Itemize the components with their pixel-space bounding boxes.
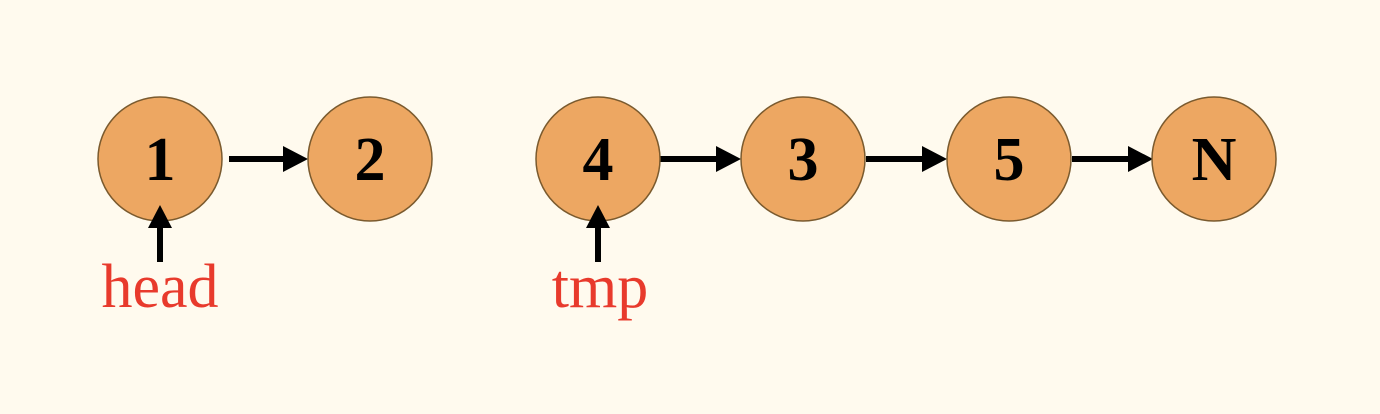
node: 2 bbox=[307, 96, 433, 222]
node-value: 1 bbox=[145, 126, 176, 194]
node: 1 bbox=[97, 96, 223, 222]
pointer-label-tmp: tmp bbox=[552, 253, 648, 321]
list-head: 1 2 head bbox=[97, 96, 433, 321]
node-circle bbox=[1151, 96, 1277, 222]
node-value: 5 bbox=[994, 126, 1025, 194]
node-circle bbox=[946, 96, 1072, 222]
link-arrowhead bbox=[922, 146, 947, 172]
node: N bbox=[1151, 96, 1277, 222]
node: 4 bbox=[535, 96, 661, 222]
link-arrowhead bbox=[283, 146, 308, 172]
pointer-arrowhead bbox=[586, 205, 610, 228]
node: 3 bbox=[740, 96, 866, 222]
node: 5 bbox=[946, 96, 1072, 222]
node-circle bbox=[740, 96, 866, 222]
pointer-arrowhead bbox=[148, 205, 172, 228]
node-circle bbox=[307, 96, 433, 222]
link-arrowhead bbox=[1128, 146, 1153, 172]
link-arrowhead bbox=[716, 146, 741, 172]
node-value: 3 bbox=[788, 126, 819, 194]
node-value: 4 bbox=[583, 126, 614, 194]
list-tmp: 4 3 5 N tmp bbox=[535, 96, 1277, 321]
node-value: 2 bbox=[355, 126, 386, 194]
pointer-label-head: head bbox=[101, 253, 218, 321]
node-value: N bbox=[1192, 126, 1237, 194]
